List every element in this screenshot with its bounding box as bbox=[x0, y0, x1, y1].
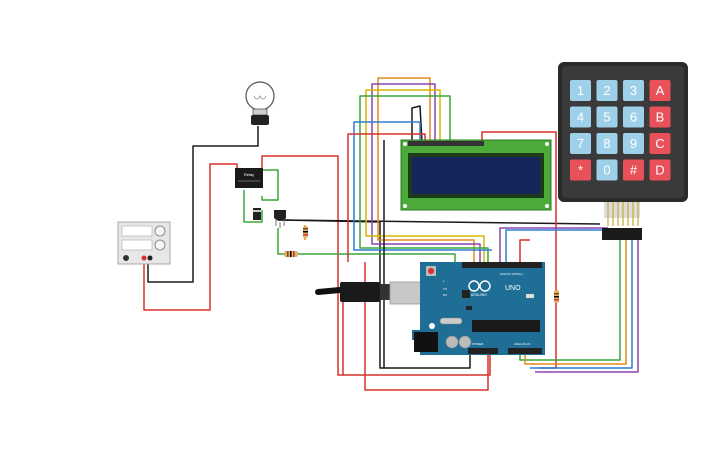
keypad-key-label: C bbox=[655, 136, 664, 151]
wire-red-relay-top bbox=[261, 155, 491, 376]
arduino-digital-label: DIGITAL (PWM~) bbox=[500, 272, 523, 276]
resistor-vertical[interactable] bbox=[303, 226, 308, 238]
arduino-rx-label: RX bbox=[443, 293, 447, 297]
wire-key-orange bbox=[524, 240, 627, 365]
wire-lcd-black-loop bbox=[411, 105, 423, 143]
keypad-key-3[interactable]: 3 bbox=[623, 80, 644, 101]
keypad-key-0[interactable]: 0 bbox=[596, 159, 618, 181]
keypad-key-7[interactable]: 7 bbox=[570, 133, 591, 154]
wire-black-lcd bbox=[281, 219, 601, 225]
wire-key-red bbox=[519, 239, 530, 262]
wire-green-relay-2 bbox=[243, 190, 263, 223]
arduino-tx-label: TX bbox=[443, 287, 447, 291]
keypad-key-label: 9 bbox=[630, 136, 637, 151]
lcd-pins bbox=[408, 141, 484, 146]
arduino-power-label: POWER bbox=[472, 342, 484, 346]
light-bulb[interactable] bbox=[245, 81, 275, 125]
lcd-display[interactable] bbox=[400, 139, 552, 211]
resistor-horizontal[interactable] bbox=[284, 251, 298, 257]
keypad-key-label: A bbox=[656, 83, 665, 98]
keypad-key-star[interactable]: * bbox=[570, 159, 591, 181]
usb-cable bbox=[315, 287, 343, 295]
keypad-key-1[interactable]: 1 bbox=[570, 80, 591, 101]
keypad-key-4[interactable]: 4 bbox=[570, 106, 591, 128]
keypad-key-5[interactable]: 5 bbox=[596, 106, 618, 128]
keypad-key-2[interactable]: 2 bbox=[596, 80, 618, 101]
power-supply[interactable] bbox=[117, 221, 171, 265]
keypad-key-label: D bbox=[655, 163, 664, 178]
wire-key-blue bbox=[505, 229, 612, 262]
wire-key-purple bbox=[499, 227, 608, 262]
keypad-key-d[interactable]: D bbox=[649, 159, 671, 181]
wire-key-blue-2 bbox=[530, 240, 633, 369]
relay[interactable]: Relay bbox=[235, 168, 263, 188]
wire-key-green bbox=[519, 240, 621, 361]
keypad-key-hash[interactable]: # bbox=[623, 159, 644, 181]
keypad-key-label: B bbox=[656, 110, 665, 125]
transistor[interactable] bbox=[274, 210, 286, 228]
keypad-key-label: 4 bbox=[577, 110, 584, 125]
keypad-connector bbox=[602, 202, 642, 240]
wires bbox=[143, 77, 639, 391]
wire-red-bottom bbox=[364, 262, 489, 391]
keypad-key-label: 0 bbox=[603, 163, 610, 178]
keypad-key-c[interactable]: C bbox=[649, 133, 671, 154]
keypad[interactable]: 1 2 3 A 4 5 6 B 7 8 9 C * 0 # D bbox=[558, 62, 688, 240]
keypad-keys: 1 2 3 A 4 5 6 B 7 8 9 C * 0 # D bbox=[570, 80, 671, 181]
arduino-brand: ARDUINO bbox=[471, 293, 487, 297]
keypad-key-label: * bbox=[578, 163, 583, 178]
arduino-logo bbox=[468, 280, 491, 292]
wire-lcd-blue bbox=[353, 121, 492, 251]
wire-key-purple-2 bbox=[535, 240, 639, 373]
keypad-key-label: 8 bbox=[603, 136, 610, 151]
arduino-analog-label: ANALOG IN bbox=[514, 342, 530, 346]
resistor-arduino-side[interactable] bbox=[554, 290, 559, 303]
keypad-key-label: 1 bbox=[577, 83, 584, 98]
arduino-uno[interactable]: UNO ARDUINO DIGITAL (PWM~) ANALOG IN POW… bbox=[315, 262, 545, 355]
wire-green-relay bbox=[261, 169, 279, 201]
keypad-key-a[interactable]: A bbox=[649, 80, 671, 101]
keypad-key-8[interactable]: 8 bbox=[596, 133, 618, 154]
arduino-model: UNO bbox=[505, 285, 521, 292]
relay-label: Relay bbox=[244, 172, 254, 177]
keypad-key-b[interactable]: B bbox=[649, 106, 671, 128]
wire-lcd-yellow bbox=[365, 89, 485, 262]
keypad-key-9[interactable]: 9 bbox=[623, 133, 644, 154]
wire-green-resistor bbox=[277, 228, 456, 262]
keypad-key-label: 3 bbox=[630, 83, 637, 98]
diode[interactable] bbox=[253, 208, 261, 220]
keypad-key-label: 2 bbox=[603, 83, 610, 98]
keypad-key-label: 5 bbox=[603, 110, 610, 125]
keypad-key-label: # bbox=[630, 163, 638, 178]
wire-black-bulb-supply bbox=[147, 126, 259, 283]
wire-red-supply-relay bbox=[143, 163, 238, 311]
keypad-key-label: 7 bbox=[577, 136, 584, 151]
keypad-key-6[interactable]: 6 bbox=[623, 106, 644, 128]
arduino-l-label: L bbox=[443, 279, 445, 283]
wire-lcd-red bbox=[347, 133, 426, 262]
wire-lcd-purple bbox=[371, 83, 481, 262]
keypad-key-label: 6 bbox=[630, 110, 637, 125]
